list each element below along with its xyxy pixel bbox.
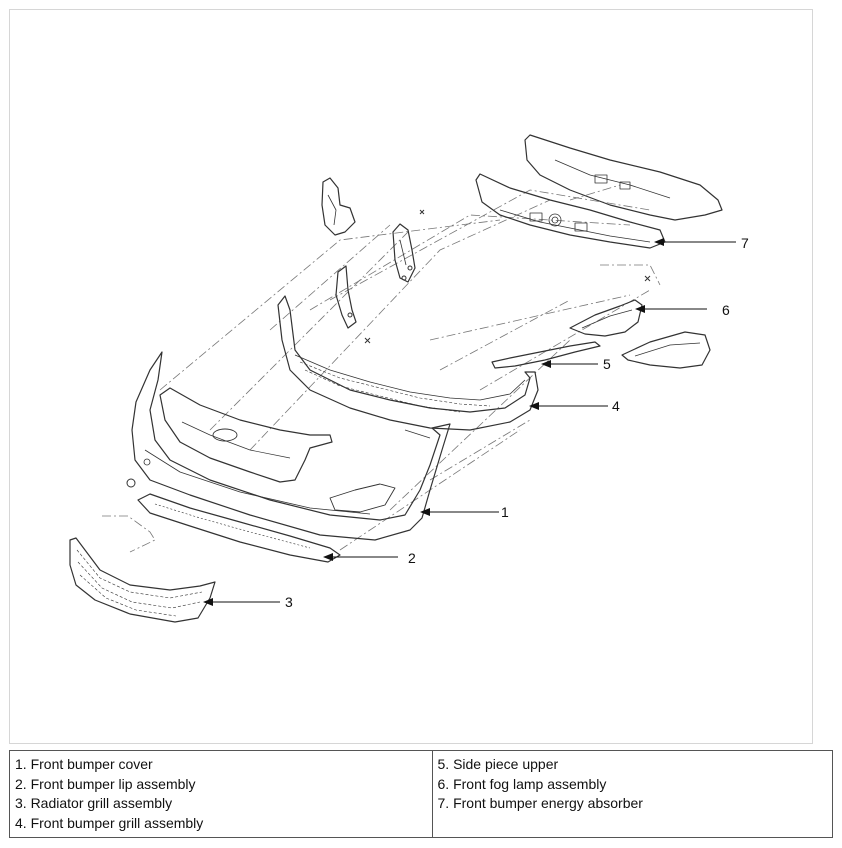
bolts bbox=[126, 209, 651, 488]
fog-lamp-assembly bbox=[569, 299, 643, 337]
legend-item: 7. Front bumper energy absorber bbox=[437, 795, 643, 811]
legend-item: 6. Front fog lamp assembly bbox=[437, 775, 607, 792]
bumper-grill-assembly bbox=[277, 295, 539, 431]
callout-5: 5 bbox=[603, 356, 611, 372]
legend-item: 1. Front bumper cover bbox=[15, 756, 153, 772]
fog-lamp-bezel bbox=[621, 331, 711, 369]
front-bumper-lip bbox=[137, 493, 341, 563]
parts bbox=[69, 134, 723, 623]
legend-item: 5. Side piece upper bbox=[437, 756, 559, 772]
side-piece-upper bbox=[491, 341, 601, 369]
bracket-right-upper bbox=[392, 223, 416, 283]
upper-grille-frame bbox=[159, 387, 333, 483]
callout-4: 4 bbox=[612, 398, 620, 414]
callout-1: 1 bbox=[501, 504, 509, 520]
leader-lines bbox=[203, 238, 736, 606]
energy-absorber-back bbox=[524, 134, 723, 221]
legend-item: 2. Front bumper lip assembly bbox=[15, 775, 196, 792]
legend-item: 3. Radiator grill assembly bbox=[15, 795, 173, 811]
parts-legend-table: 1. Front bumper cover 2. Front bumper li… bbox=[9, 750, 833, 838]
radiator-grill-assembly bbox=[69, 537, 216, 623]
callout-6: 6 bbox=[722, 302, 730, 318]
legend-right-column: 5. Side piece upper 6. Front fog lamp as… bbox=[431, 750, 833, 838]
exploded-view-drawing bbox=[69, 134, 736, 623]
callout-2: 2 bbox=[408, 550, 416, 566]
exploded-diagram-panel: 1 2 3 4 5 6 7 bbox=[9, 9, 813, 744]
legend-left-column: 1. Front bumper cover 2. Front bumper li… bbox=[9, 750, 433, 838]
callout-3: 3 bbox=[285, 594, 293, 610]
callout-7: 7 bbox=[741, 235, 749, 251]
assembly-guide-lines bbox=[102, 184, 661, 553]
legend-item: 4. Front bumper grill assembly bbox=[15, 814, 204, 831]
bracket-mid bbox=[335, 265, 357, 329]
bracket-left-upper bbox=[321, 177, 356, 236]
front-bumper-cover bbox=[131, 351, 451, 541]
